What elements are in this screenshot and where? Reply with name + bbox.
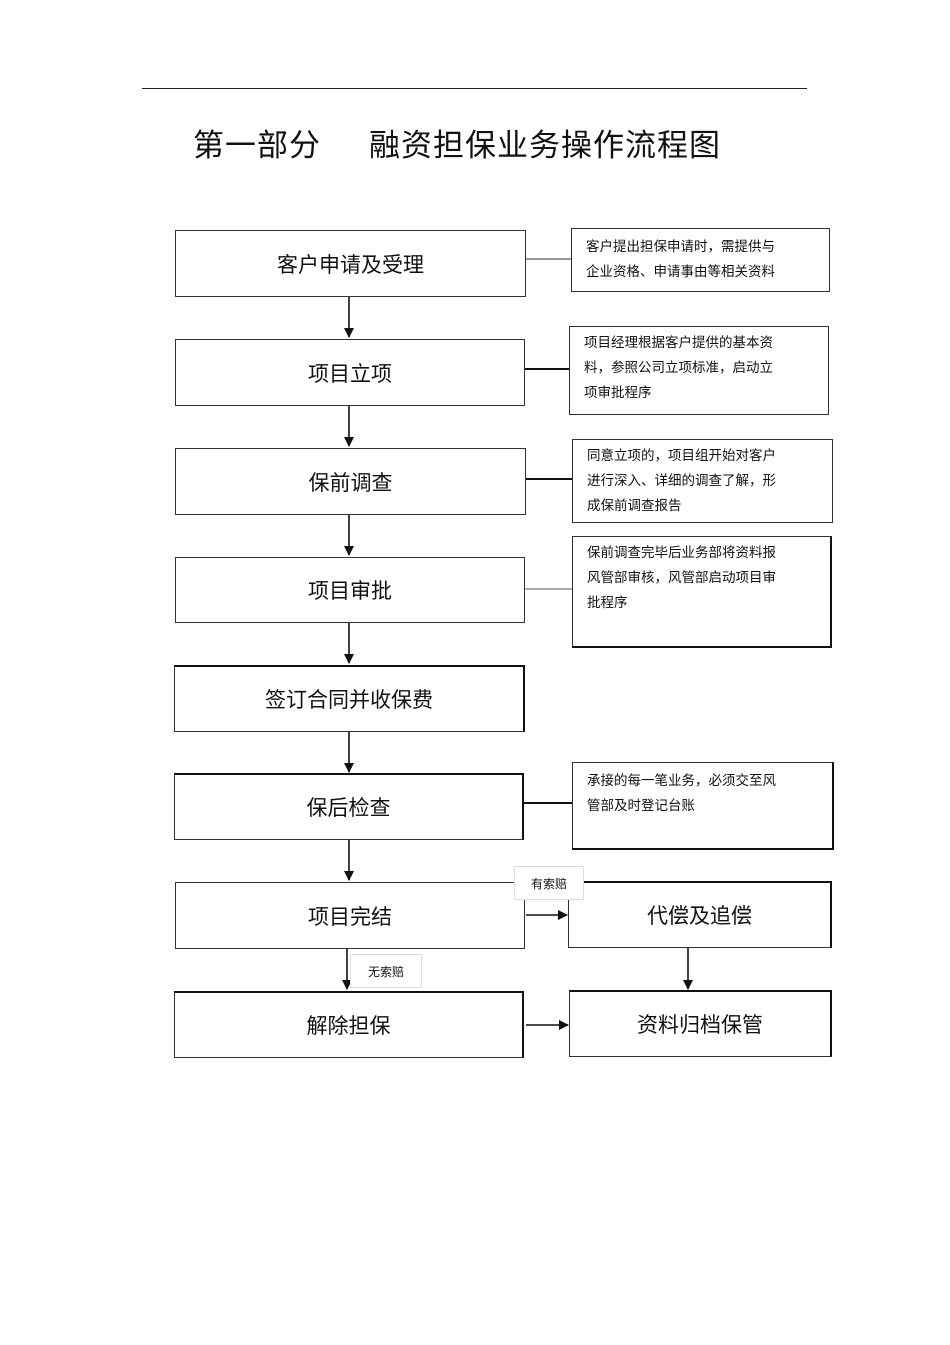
title-part: 第一部分 [193, 128, 321, 164]
page-title: 第一部分 融资担保业务操作流程图 [193, 120, 721, 165]
note-apply: 客户提出担保申请时，需提供与 企业资格、申请事由等相关资料 [571, 228, 830, 292]
branch-label-no-claim-text: 无索赔 [367, 964, 404, 979]
note-approval-line: 风管部审核，风管部启动项目审 [587, 570, 776, 586]
note-apply-line: 客户提出担保申请时，需提供与 [586, 239, 775, 255]
step-compensation: 代偿及追偿 [568, 881, 832, 948]
step-project-setup: 项目立项 [175, 339, 525, 406]
step-complete-label: 项目完结 [308, 904, 392, 929]
note-post-check-line: 承接的每一笔业务，必须交至风 [587, 773, 776, 789]
note-approval-line: 批程序 [587, 595, 628, 611]
step-contract: 签订合同并收保费 [174, 665, 525, 732]
step-apply: 客户申请及受理 [175, 230, 526, 297]
step-release: 解除担保 [174, 991, 524, 1058]
step-project-setup-label: 项目立项 [308, 361, 392, 386]
branch-label-claim: 有索赔 [514, 866, 584, 900]
note-project-line: 项审批程序 [584, 385, 652, 401]
note-apply-line: 企业资格、申请事由等相关资料 [586, 264, 775, 280]
note-post-check: 承接的每一笔业务，必须交至风 管部及时登记台账 [572, 762, 834, 850]
step-compensation-label: 代偿及追偿 [647, 904, 752, 928]
note-project-line: 料，参照公司立项标准，启动立 [584, 360, 773, 376]
step-complete: 项目完结 [175, 882, 525, 949]
note-project-line: 项目经理根据客户提供的基本资 [584, 335, 773, 351]
note-survey-line: 进行深入、详细的调查了解，形 [587, 473, 776, 489]
note-post-check-line: 管部及时登记台账 [587, 798, 695, 814]
branch-label-claim-text: 有索赔 [530, 876, 567, 891]
step-archive-label: 资料归档保管 [637, 1013, 763, 1037]
note-approval-line: 保前调查完毕后业务部将资料报 [587, 545, 776, 561]
header-rule [142, 88, 807, 89]
step-survey: 保前调查 [175, 448, 526, 515]
step-post-check-label: 保后检查 [306, 796, 391, 820]
note-survey: 同意立项的，项目组开始对客户 进行深入、详细的调查了解，形 成保前调查报告 [572, 439, 833, 523]
note-survey-line: 同意立项的，项目组开始对客户 [587, 448, 776, 464]
note-approval: 保前调查完毕后业务部将资料报 风管部审核，风管部启动项目审 批程序 [572, 536, 832, 648]
step-approval: 项目审批 [175, 557, 525, 623]
note-project: 项目经理根据客户提供的基本资 料，参照公司立项标准，启动立 项审批程序 [569, 326, 829, 415]
title-main: 融资担保业务操作流程图 [369, 128, 721, 164]
step-release-label: 解除担保 [306, 1014, 391, 1038]
branch-label-no-claim: 无索赔 [350, 954, 422, 988]
step-apply-label: 客户申请及受理 [277, 252, 424, 277]
step-post-check: 保后检查 [174, 773, 524, 840]
step-archive: 资料归档保管 [569, 990, 832, 1057]
note-survey-line: 成保前调查报告 [587, 498, 682, 514]
step-approval-label: 项目审批 [308, 579, 392, 603]
step-contract-label: 签订合同并收保费 [265, 688, 433, 712]
step-survey-label: 保前调查 [308, 470, 393, 495]
